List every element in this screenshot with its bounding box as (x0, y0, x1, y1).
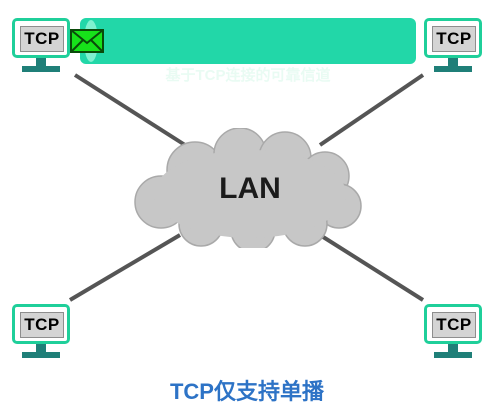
monitor-neck (36, 58, 46, 66)
host-label: TCP (432, 312, 476, 338)
monitor-base (434, 352, 472, 358)
lan-label: LAN (219, 172, 281, 205)
monitor: TCP (12, 304, 70, 344)
monitor-neck (448, 344, 458, 352)
link-bottom-right (318, 233, 425, 302)
host-label: TCP (20, 312, 64, 338)
tcp-channel: 基于TCP连接的可靠信道 (80, 18, 416, 84)
link-top-right (318, 73, 425, 147)
monitor-neck (36, 344, 46, 352)
computer-icon-bottom-right: TCP (424, 304, 488, 368)
host-label: TCP (20, 26, 64, 52)
link-bottom-left (68, 233, 182, 302)
monitor-base (434, 66, 472, 72)
computer-icon-top-right: TCP (424, 18, 488, 82)
link-top-left (73, 73, 187, 147)
host-label: TCP (432, 26, 476, 52)
envelope-icon (70, 29, 104, 53)
monitor: TCP (424, 18, 482, 58)
monitor-neck (448, 58, 458, 66)
monitor-base (22, 66, 60, 72)
caption: TCP仅支持单播 (169, 379, 324, 404)
monitor: TCP (424, 304, 482, 344)
computer-icon-top-left: TCP (12, 18, 76, 82)
computer-icon-bottom-left: TCP (12, 304, 76, 368)
monitor: TCP (12, 18, 70, 58)
channel-label: 基于TCP连接的可靠信道 (165, 67, 331, 84)
monitor-base (22, 352, 60, 358)
lan-cloud-icon (134, 128, 362, 248)
